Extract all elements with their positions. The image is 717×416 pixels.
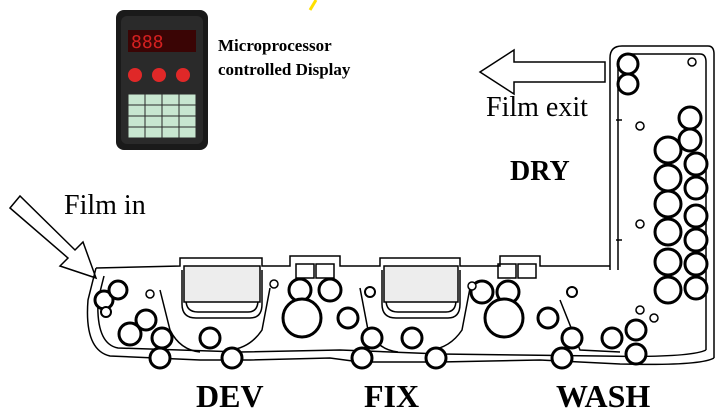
display-device: 888 [116,10,208,150]
svg-text:888: 888 [131,32,164,53]
rollers [93,52,709,370]
keypad-grid [127,93,197,139]
film-in-arrow [8,194,98,280]
machine-outline [86,45,715,366]
film-exit-label: Film exit [486,92,588,123]
film-exit-arrow [478,48,606,96]
display-caption: Microprocessor controlled Display [218,34,350,82]
device-button-1 [128,68,142,82]
dry-section-label: DRY [510,156,570,187]
device-button-3 [176,68,190,82]
film-in-label: Film in [64,190,146,221]
dev-section-label: DEV [196,378,264,414]
yellow-accent [308,0,318,11]
display-caption-line2: controlled Display [218,60,351,79]
wash-section-label: WASH [556,378,651,414]
display-caption-line1: Microprocessor [218,36,332,55]
device-button-2 [152,68,166,82]
led-readout [128,30,196,52]
fix-section-label: FIX [364,378,420,414]
